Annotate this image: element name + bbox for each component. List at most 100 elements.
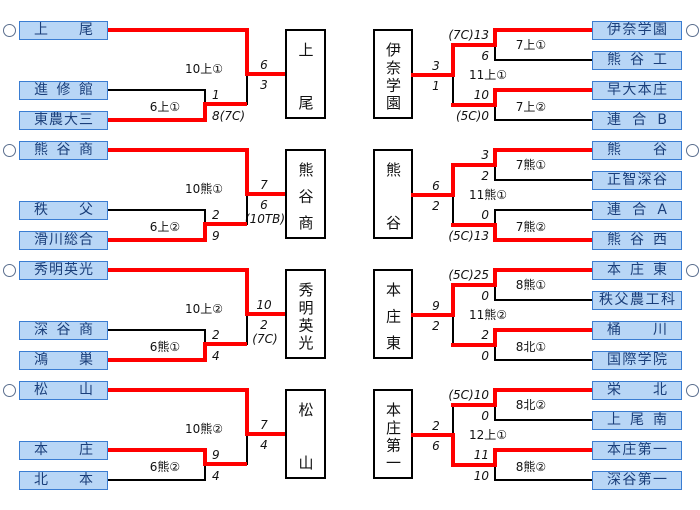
block-winner-box: 熊谷: [373, 149, 413, 239]
score: 9: [212, 229, 220, 243]
block-winner-name: 本庄第一: [384, 402, 402, 470]
block-winner-box: 松山: [285, 389, 326, 479]
score: 1: [432, 79, 440, 93]
bracket-line: [108, 89, 206, 91]
match-label: 11熊①: [468, 188, 508, 202]
winning-path-line: [451, 343, 495, 347]
block-winner-box: 上尾: [285, 29, 326, 119]
winning-path-line: [493, 88, 592, 92]
seed-marker-icon: [3, 144, 16, 157]
bracket-line: [494, 479, 592, 481]
winning-path-line: [493, 268, 497, 287]
bracket-line: [452, 194, 454, 226]
winning-path-line: [493, 328, 497, 347]
bracket-line: [246, 433, 248, 465]
match-label: 6上②: [149, 220, 181, 234]
block-winner-name: 熊谷商: [296, 162, 315, 230]
team-box: 桶川: [592, 321, 682, 340]
team-box: 深谷商: [19, 321, 108, 340]
score: 6: [260, 198, 268, 212]
team-box: 本庄第一: [592, 441, 682, 460]
score: 2: [212, 208, 220, 222]
bracket-line: [494, 104, 496, 121]
winning-path-line: [203, 342, 207, 362]
score: 3: [432, 59, 440, 73]
match-label: 7熊②: [515, 220, 547, 234]
match-label: 8北②: [515, 398, 547, 412]
winning-path-line: [493, 88, 497, 107]
winning-path-line: [245, 148, 249, 196]
seed-marker-icon: [686, 24, 699, 37]
bracket-line: [246, 313, 248, 345]
score: 3: [260, 78, 268, 92]
score: 8(7C): [212, 109, 246, 123]
team-box: 滑川総合: [19, 231, 108, 250]
winning-path-line: [245, 432, 285, 436]
score: (5C)10: [448, 388, 489, 402]
match-label: 8熊②: [515, 460, 547, 474]
score: 6: [432, 179, 440, 193]
match-label: 11上①: [468, 68, 508, 82]
winning-path-line: [451, 283, 495, 287]
team-box: 伊奈学園: [592, 21, 682, 40]
bracket-line: [494, 209, 592, 211]
match-label: 6熊①: [149, 340, 181, 354]
bracket-line: [494, 404, 496, 421]
block-winner-box: 伊奈学園: [373, 29, 413, 119]
score: 6: [260, 58, 268, 72]
match-label: 6上①: [149, 100, 181, 114]
score: 9: [432, 299, 440, 313]
winning-path-line: [451, 223, 495, 227]
winning-path-line: [203, 102, 207, 122]
score: 2: [212, 328, 220, 342]
seed-marker-icon: [686, 144, 699, 157]
winning-path-line: [451, 163, 495, 167]
score: 2: [432, 419, 440, 433]
winning-path-line: [493, 28, 592, 32]
score: 10: [473, 469, 489, 483]
score: 4: [212, 349, 220, 363]
match-label: 11熊②: [468, 308, 508, 322]
winning-path-line: [108, 388, 249, 392]
match-label: 6熊②: [149, 460, 181, 474]
winning-path-line: [493, 148, 497, 167]
winning-path-line: [451, 43, 495, 47]
seed-marker-icon: [3, 264, 16, 277]
bracket-line: [494, 464, 496, 481]
match-label: 8熊①: [515, 278, 547, 292]
winning-path-line: [493, 328, 592, 332]
block-winner-name: 上尾: [296, 42, 315, 110]
block-winner-name: 秀明英光: [296, 282, 315, 350]
score: 4: [212, 469, 220, 483]
winning-path-line: [411, 313, 453, 317]
bracket-line: [494, 179, 592, 181]
winning-path-line: [451, 403, 495, 407]
winning-path-line: [493, 148, 592, 152]
team-box: 進修館: [19, 81, 108, 100]
score: 9: [212, 448, 220, 462]
winning-path-line: [108, 28, 249, 32]
bracket-line: [108, 329, 206, 331]
match-label: 10上②: [184, 302, 224, 316]
match-label: 12上①: [468, 428, 508, 442]
winning-path-line: [203, 222, 207, 242]
winning-path-line: [108, 148, 249, 152]
winning-path-line: [203, 448, 207, 466]
team-box: 正智深谷: [592, 171, 682, 190]
block-winner-name: 本庄東: [384, 282, 402, 350]
score: (5C)13: [448, 229, 489, 243]
score: (5C)0: [455, 109, 489, 123]
winning-path-line: [245, 192, 285, 196]
bracket-line: [494, 284, 496, 301]
block-winner-name: 松山: [296, 402, 315, 470]
winning-path-line: [108, 358, 207, 362]
team-box: 熊谷: [592, 141, 682, 160]
team-box: 熊谷商: [19, 141, 108, 160]
team-box: 本庄: [19, 441, 108, 460]
bracket-line: [494, 299, 592, 301]
team-box: 北本: [19, 471, 108, 490]
bracket-line: [246, 193, 248, 225]
winning-path-line: [493, 448, 592, 452]
team-box: 本庄東: [592, 261, 682, 280]
score-note: (7C): [252, 332, 278, 346]
